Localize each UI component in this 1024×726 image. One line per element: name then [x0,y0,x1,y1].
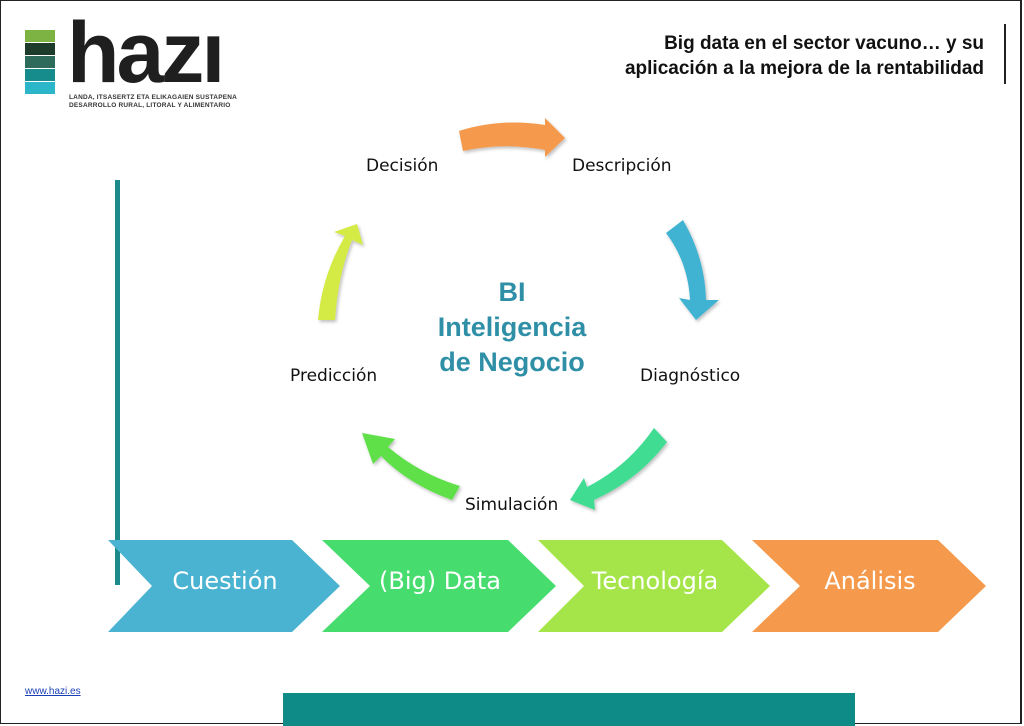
process-label-cuestion: Cuestión [172,567,278,595]
logo-stripes [25,30,55,95]
logo-stripe [25,43,55,55]
slide-title: Big data en el sector vacuno… y su aplic… [554,32,984,81]
logo-stripe [25,69,55,81]
cycle-label-prediccion: Predicción [290,366,378,386]
cycle-label-decision: Decisión [366,156,439,176]
logo-stripe [25,82,55,94]
cycle-arrow-prediccion [362,433,460,500]
process-chevron-tecnologia [538,540,770,632]
cycle-label-descripcion: Descripción [572,156,672,176]
center-title-line2: Inteligencia [437,312,587,343]
cycle-arrow-diagnostico [666,220,719,320]
cycle-arrow-decision [318,224,363,320]
logo-stripe [25,30,55,42]
slide-title-line2: aplicación a la mejora de la rentabilida… [624,57,984,79]
hazi-logo: hazı LANDA, ITSASERTZ ETA ELIKAGAIEN SUS… [25,10,237,114]
cycle-label-simulacion: Simulación [465,495,559,515]
header-divider [1004,24,1006,84]
process-chevron-analisis [752,540,986,632]
process-chevron-cuestion [108,540,340,632]
center-title-line3: de Negocio [439,347,585,378]
center-title-line1: BI [498,277,526,307]
vertical-accent-line [115,180,120,585]
footer-bar [283,693,855,726]
cycle-arrow-simulacion [570,428,667,510]
logo-stripe [25,56,55,68]
process-label-tecnologia: Tecnología [591,567,719,595]
website-link[interactable]: www.hazi.es [25,686,81,697]
slide-title-line1: Big data en el sector vacuno… y su [664,33,984,54]
logo-subtitle: LANDA, ITSASERTZ ETA ELIKAGAIEN SUSTAPEN… [69,94,239,110]
logo-subtitle-line1: LANDA, ITSASERTZ ETA ELIKAGAIEN SUSTAPEN… [69,94,238,101]
process-chevron-big-data [322,540,556,632]
cycle-label-diagnostico: Diagnóstico [640,366,741,386]
logo-wordmark: hazı [67,5,225,101]
logo-subtitle-line2: DESARROLLO RURAL, LITORAL Y ALIMENTARIO [69,102,231,110]
cycle-arrow-descripcion [459,118,565,157]
process-label-big-data: (Big) Data [378,567,502,595]
process-label-analisis: Análisis [824,567,916,595]
cycle-center-title: BI Inteligencia de Negocio [412,275,612,380]
